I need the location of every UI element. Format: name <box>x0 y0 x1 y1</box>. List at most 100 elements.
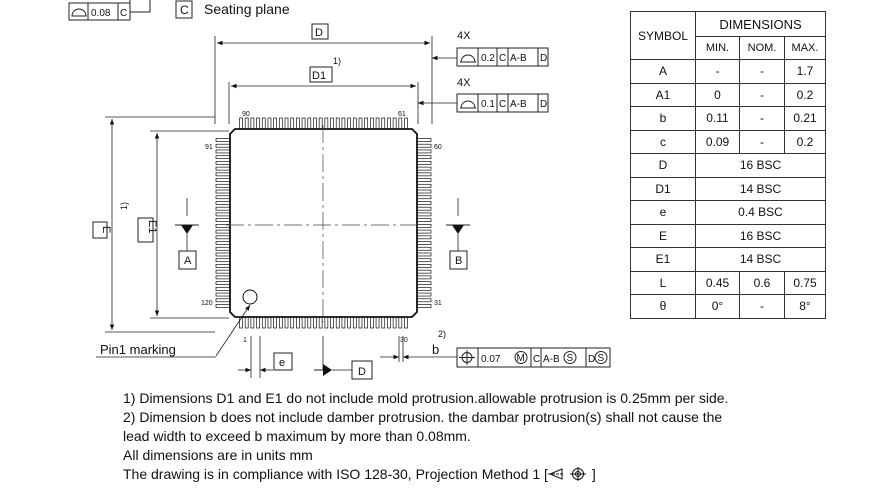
table-row: D 16 BSC <box>630 153 826 178</box>
lead <box>415 218 432 222</box>
lead <box>215 189 232 194</box>
table-row: b 0.11 - 0.21 <box>630 106 826 131</box>
note-line: All dimensions are in units mm <box>123 447 313 463</box>
count-4x-1: 4X <box>457 30 471 42</box>
pin-1-label: 1 <box>243 337 247 344</box>
datum-D-label: D <box>358 366 366 378</box>
svg-text:M: M <box>517 353 525 364</box>
lead <box>415 281 432 285</box>
lead <box>415 298 432 303</box>
profile-frame-1: 0.2 C A-B D <box>456 47 549 67</box>
svg-text:A-B: A-B <box>510 53 527 64</box>
pin-91-label: 91 <box>205 144 213 151</box>
lead <box>415 161 432 165</box>
table-row: A - - 1.7 <box>630 59 826 84</box>
svg-text:S: S <box>598 353 605 364</box>
dim-D-label: D <box>315 27 323 39</box>
lead <box>215 166 232 171</box>
table-row: c 0.09 - 0.2 <box>630 129 826 154</box>
header-dimensions: DIMENSIONS <box>695 11 826 37</box>
lead <box>215 149 232 154</box>
pin-60-label: 60 <box>434 144 442 151</box>
pin-61-label: 61 <box>398 111 406 118</box>
lead <box>415 178 432 182</box>
note-ref-1-d1: 1) <box>333 56 341 66</box>
lead <box>415 189 432 194</box>
table-row: e 0.4 BSC <box>630 200 826 225</box>
lead <box>415 155 432 160</box>
lead <box>415 252 432 257</box>
svg-text:C: C <box>120 8 127 19</box>
lead <box>415 224 432 228</box>
note-line: lead width to exceed b maximum by more t… <box>123 428 471 444</box>
lead <box>215 235 232 240</box>
lead <box>215 275 232 280</box>
lead <box>415 138 432 142</box>
header-nom: NOM. <box>739 36 785 60</box>
package-drawing: 0.08 C C Seating plane D D1 1) 4X 0.2 C … <box>68 0 611 380</box>
lead <box>215 281 232 285</box>
svg-text:0.2: 0.2 <box>481 53 495 64</box>
lead <box>215 183 232 188</box>
seating-datum-letter: C <box>180 3 189 17</box>
lead <box>415 264 432 268</box>
lead <box>415 143 432 148</box>
profile-frame-2: 0.1 C A-B D <box>456 93 549 113</box>
lead <box>215 252 232 257</box>
lead <box>215 229 232 234</box>
lead <box>415 166 432 171</box>
pin-120-label: 120 <box>201 300 213 307</box>
svg-text:A-B: A-B <box>543 354 560 365</box>
lead <box>215 218 232 222</box>
lead <box>215 138 232 142</box>
lead <box>415 201 432 205</box>
lead <box>215 269 232 274</box>
lead <box>215 212 232 217</box>
note-ref-1-e1: 1) <box>119 202 129 210</box>
dimension-table: SYMBOL DIMENSIONS MIN. NOM. MAX. A - - 1… <box>630 11 826 319</box>
lead <box>415 229 432 234</box>
lead <box>415 212 432 217</box>
lead <box>215 143 232 148</box>
lead <box>415 304 432 308</box>
flatness-icon <box>71 8 87 17</box>
table-row: E1 14 BSC <box>630 247 826 272</box>
seating-plane-label: Seating plane <box>204 1 290 17</box>
profile-surface-icon <box>460 100 476 109</box>
pin1-marker <box>242 289 258 305</box>
lead <box>215 161 232 165</box>
svg-text:0.08: 0.08 <box>91 8 111 19</box>
lead <box>215 172 232 177</box>
svg-text:A-B: A-B <box>510 99 527 110</box>
table-row: E 16 BSC <box>630 223 826 248</box>
lead <box>215 292 232 297</box>
lead <box>415 246 432 251</box>
dim-e-label: e <box>279 357 285 369</box>
svg-text:D: D <box>540 53 547 64</box>
svg-text:C: C <box>533 354 540 365</box>
package-outline <box>215 117 432 329</box>
svg-text:C: C <box>499 53 506 64</box>
svg-text:D: D <box>540 99 547 110</box>
lead <box>415 149 432 154</box>
lead <box>415 258 432 263</box>
lead <box>415 241 432 245</box>
table-row: L 0.45 0.6 0.75 <box>630 270 826 295</box>
lead <box>215 201 232 205</box>
lead <box>415 235 432 240</box>
lead <box>415 195 432 200</box>
dim-D1-label: D1 <box>312 70 326 82</box>
table-row: θ 0° - 8° <box>630 294 826 319</box>
lead <box>215 286 232 291</box>
lead <box>415 292 432 297</box>
svg-text:D: D <box>588 354 595 365</box>
lead <box>215 241 232 245</box>
lead <box>415 206 432 211</box>
header-max: MAX. <box>784 36 826 60</box>
dim-b-label: b <box>432 342 439 357</box>
first-angle-projection-icon <box>547 467 586 481</box>
datum-A-label: A <box>184 255 192 267</box>
lead <box>215 304 232 308</box>
header-min: MIN. <box>695 36 740 60</box>
pin1-marking-label: Pin1 marking <box>100 342 176 357</box>
